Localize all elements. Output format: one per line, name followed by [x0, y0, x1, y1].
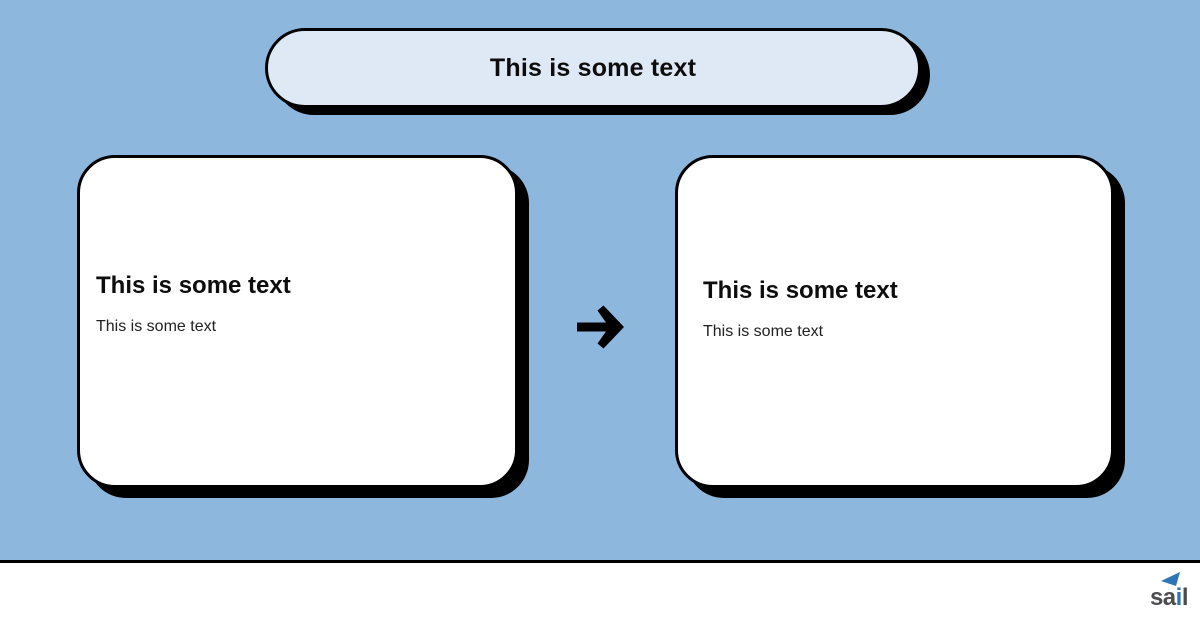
footer-bar: sail: [0, 563, 1200, 630]
title-banner: This is some text: [265, 28, 921, 108]
logo-part-sa: sa: [1149, 584, 1176, 611]
card-left-content: This is some text This is some text: [96, 272, 485, 338]
title-banner-label: This is some text: [489, 53, 697, 82]
card-left: This is some text This is some text: [77, 155, 518, 488]
logo-part-i: i: [1175, 584, 1183, 611]
sail-flag-icon: [1161, 572, 1180, 586]
sail-logo-text: sail: [1140, 584, 1189, 611]
logo-part-l: l: [1181, 584, 1189, 611]
sail-logo: sail: [1140, 572, 1189, 614]
card-right-body: This is some text: [703, 322, 824, 340]
card-left-body: This is some text: [96, 317, 217, 335]
card-right-content: This is some text This is some text: [703, 277, 1081, 343]
card-left-title: This is some text: [96, 272, 291, 299]
footer-divider: [0, 560, 1200, 563]
card-right-title: This is some text: [703, 277, 898, 304]
card-right: This is some text This is some text: [675, 155, 1114, 488]
right-arrow-icon: [577, 305, 624, 349]
